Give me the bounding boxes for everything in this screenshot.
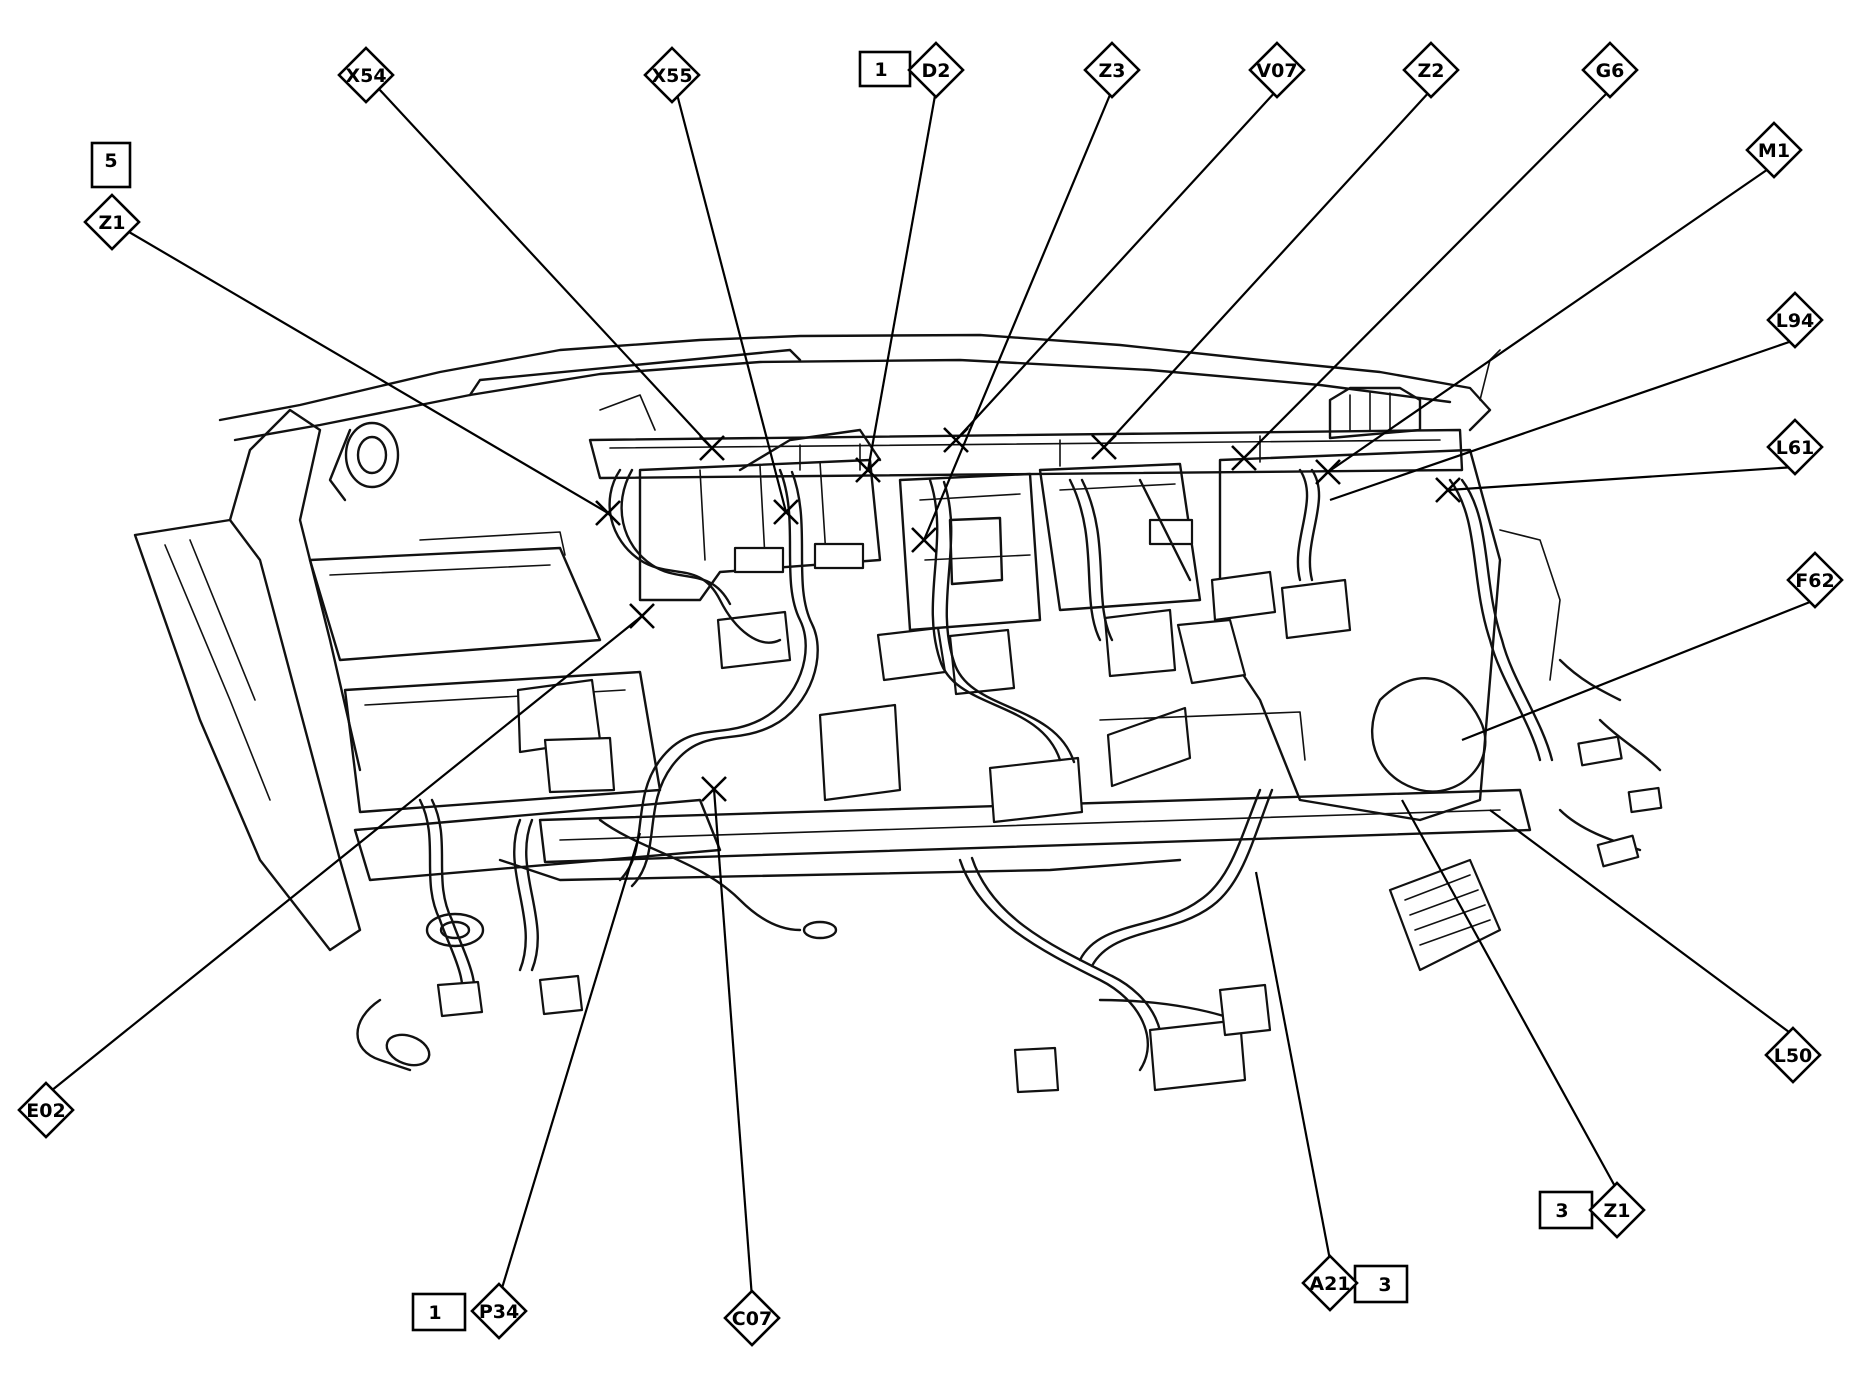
callout-label-z1: Z1 [1604,1200,1631,1222]
callout-label-a21: A21 [1309,1273,1350,1295]
callout-label-v07: V07 [1256,60,1297,82]
callout-diamond-l61 [1766,418,1824,476]
callout-diamond-l50 [1764,1026,1822,1084]
connector-group-upper [516,570,1352,824]
callout-label-g6: G6 [1596,60,1625,82]
callout-diamond-c07 [723,1289,781,1347]
callout-label-z1: Z1 [99,212,126,234]
callout-diamond-z2 [1402,41,1460,99]
splice-location-markers [595,427,1461,802]
wire-harness-bundles [418,468,1662,1074]
callout-label-l94: L94 [1776,310,1815,332]
callout-diamond-d2 [907,41,965,99]
callout-label-z2: Z2 [1418,60,1445,82]
callout-diamond-z1 [1588,1181,1646,1239]
callout-diamond-g6 [1581,41,1639,99]
instrument-panel-illustration [133,333,1663,1094]
callout-diamond-e02 [17,1081,75,1139]
callout-box-16 [411,1292,467,1332]
callout-diamond-v07 [1248,41,1306,99]
callout-leader-lines [45,74,1816,1299]
callout-box-18 [90,141,132,189]
callout-label-l50: L50 [1774,1045,1813,1067]
callout-box-number-16: 1 [428,1302,441,1324]
callout-label-f62: F62 [1795,570,1834,592]
callout-diamond-f62 [1786,551,1844,609]
callout-label-c07: C07 [732,1308,772,1330]
callout-box-number-13: 3 [1555,1200,1568,1222]
callout-label-x54: X54 [345,65,386,87]
callout-box-3 [858,50,912,88]
callout-box-number-14: 3 [1378,1274,1391,1296]
callout-diamond-a21 [1301,1254,1359,1312]
callout-label-p34: P34 [479,1301,519,1323]
callout-label-x55: X55 [651,65,692,87]
connector-group-lower [356,735,1663,1094]
callout-diamond-p34 [470,1282,528,1340]
callout-box-number-18: 5 [104,150,117,172]
callout-label-l61: L61 [1776,437,1815,459]
callout-label-z3: Z3 [1099,60,1126,82]
callout-diamond-x55 [643,46,701,104]
callout-label-e02: E02 [26,1100,65,1122]
callout-diamond-x54 [337,46,395,104]
callout-diamond-z1 [83,193,141,251]
callout-diamond-z3 [1083,41,1141,99]
callout-diamond-m1 [1745,121,1803,179]
callout-label-d2: D2 [922,60,951,82]
callout-diamond-l94 [1766,291,1824,349]
callout-box-number-3: 1 [874,59,887,81]
callout-box-13 [1538,1190,1594,1230]
callout-label-m1: M1 [1758,140,1790,162]
